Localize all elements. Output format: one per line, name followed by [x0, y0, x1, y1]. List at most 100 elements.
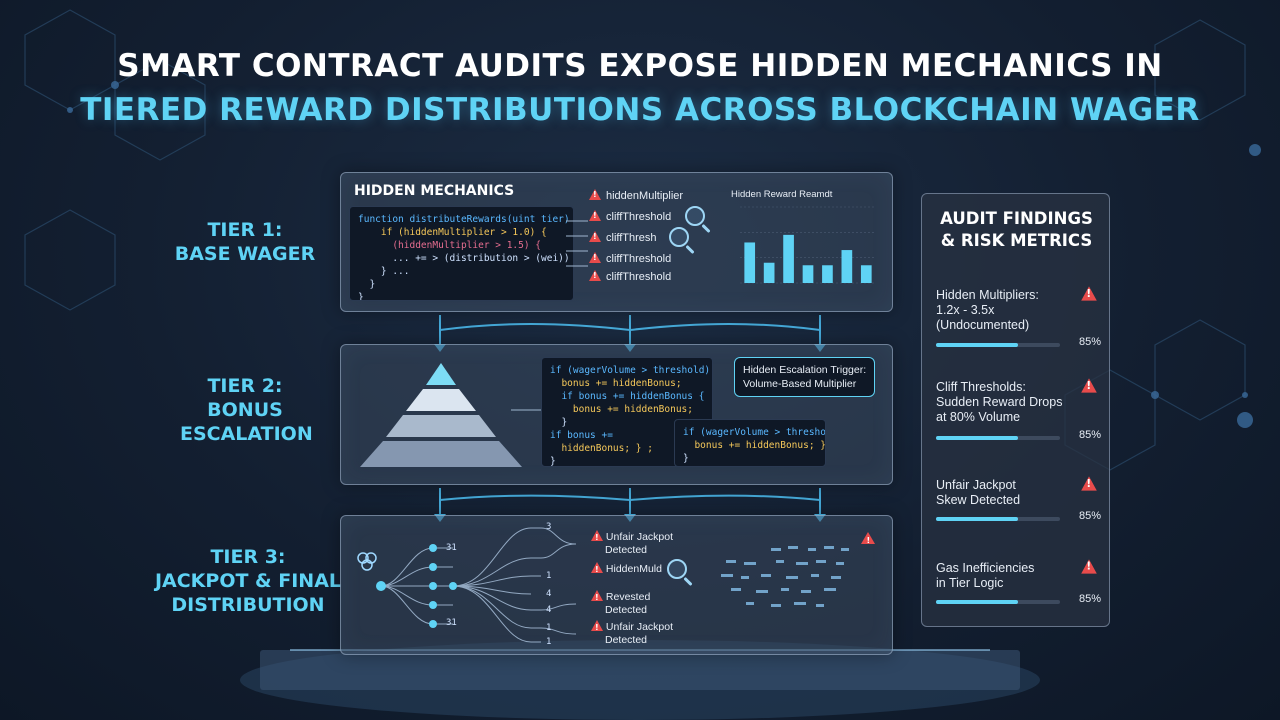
pyramid-icon [360, 363, 522, 467]
distribution-tree [357, 527, 577, 643]
tier3-heading: TIER 3: [210, 546, 286, 568]
risk-bar-fill [936, 600, 1018, 604]
risk-bar [936, 343, 1060, 347]
warning-icon [1081, 378, 1097, 393]
risk-bar-fill [936, 436, 1018, 440]
page-title-line1: SMART CONTRACT AUDITS EXPOSE HIDDEN MECH… [117, 48, 1163, 84]
risk-percent: 85% [1078, 593, 1101, 605]
code-line: if bonus += hiddenBonus { [550, 391, 705, 402]
tier3-label: TIER 3: JACKPOT & FINAL DISTRIBUTION [148, 545, 348, 617]
hidden-reward-chart [740, 206, 876, 284]
risk-percent: 85% [1078, 510, 1101, 522]
metric-detail: in Tier Logic [936, 576, 1004, 590]
bonus-code-secondary: if (wagerVolume > threshold) { bonus += … [674, 419, 826, 467]
code-line: } [550, 456, 556, 467]
finding-label: Revested [605, 591, 651, 603]
finding-status: Detected [605, 634, 648, 646]
code-line: bonus += hiddenBonus; } [683, 440, 826, 451]
distribute-rewards-code: function distributeRewards(uint tier) { … [349, 206, 574, 301]
warning-icon [591, 620, 603, 634]
risk-bar [936, 600, 1060, 604]
tree-value: 4 [546, 589, 552, 599]
flag-label: cliffThreshold [606, 211, 672, 223]
flag-label: hiddenMultiplier [606, 190, 684, 202]
code-line: if bonus += [550, 430, 613, 441]
tier2-label: TIER 2: BONUS ESCALATION [180, 374, 313, 446]
finding-label: Unfair Jackpot [605, 531, 674, 543]
jackpot-panel: 31 31 3 1 4 4 1 1 Unfair JackpotDetected… [340, 515, 893, 655]
finding-label: HiddenMuld [605, 563, 662, 575]
chart-bar [763, 262, 775, 283]
tree-value: 31 [446, 543, 457, 553]
flag-label: cliffThresh [606, 232, 657, 244]
tree-value: 1 [546, 623, 552, 633]
metric-title: Cliff Thresholds: [936, 380, 1026, 394]
audit-title-line1: AUDIT FINDINGS [940, 209, 1093, 228]
audit-title-line2: & RISK METRICS [940, 231, 1093, 250]
code-line: bonus += hiddenBonus; [550, 404, 693, 415]
metric-hidden-multipliers: Hidden Multipliers: 1.2x - 3.5x (Undocum… [936, 286, 1101, 354]
tier2-name-line2: ESCALATION [180, 423, 313, 445]
mini-chart-title: Hidden Reward Reamdt [731, 189, 833, 200]
tier3-name-line1: JACKPOT & FINAL [154, 570, 342, 592]
code-line: ... += > (distribution > (wei)) { [358, 253, 574, 264]
flag-cliff-threshold: cliffThreshold [589, 270, 671, 283]
audit-title: AUDIT FINDINGS & RISK METRICS [922, 208, 1111, 252]
warning-icon [591, 530, 603, 544]
tier1-name: BASE WAGER [174, 243, 316, 265]
risk-bar-fill [936, 517, 1018, 521]
magnifier-icon [685, 206, 705, 226]
risk-bar [936, 436, 1060, 440]
chart-bar [802, 265, 814, 283]
chart-bar [841, 250, 853, 283]
flag-label: cliffThreshold [606, 271, 672, 283]
finding-status: Detected [605, 604, 648, 616]
code-line: } [358, 279, 376, 290]
connector-line [511, 409, 541, 411]
code-line: if (hiddenMultiplier > 1.0) { [358, 227, 547, 238]
jackpot-finding: HiddenMuld [591, 562, 662, 576]
warning-icon [589, 252, 601, 263]
dash-scatter: ! [721, 532, 875, 607]
risk-bar-fill [936, 343, 1018, 347]
metric-cliff-thresholds: Cliff Thresholds: Sudden Reward Drops at… [936, 378, 1101, 446]
flag-hidden-multiplier: hiddenMultiplier [589, 189, 683, 202]
tier1-label: TIER 1: BASE WAGER [170, 218, 320, 266]
warning-icon [1081, 286, 1097, 301]
warning-icon [589, 231, 601, 242]
code-line: (hiddenMultiplier > 1.5) { [358, 240, 542, 251]
bonus-escalation-panel: if (wagerVolume > threshold) { bonus += … [340, 344, 893, 485]
callout-title: Hidden Escalation Trigger: [743, 364, 867, 376]
escalation-callout: Hidden Escalation Trigger: Volume-Based … [734, 357, 876, 397]
finding-status: Detected [605, 544, 648, 556]
warning-icon [589, 210, 601, 221]
tier3-name-line2: DISTRIBUTION [171, 594, 325, 616]
flag-cliff-threshold: cliffThreshold [589, 210, 671, 223]
hidden-mechanics-title: HIDDEN MECHANICS [354, 183, 515, 199]
risk-bar [936, 517, 1060, 521]
code-line: hiddenBonus; } ; [550, 443, 653, 454]
tree-value: 1 [546, 637, 552, 647]
chart-bar [783, 234, 794, 283]
warning-icon [589, 270, 601, 281]
code-line: bonus += hiddenBonus; [550, 378, 682, 389]
metric-title: Unfair Jackpot [936, 478, 1016, 492]
metric-title: Hidden Multipliers: [936, 288, 1039, 302]
metric-detail: Skew Detected [936, 493, 1021, 507]
tree-value: 31 [446, 618, 457, 628]
flag-label: cliffThreshold [606, 253, 672, 265]
tree-value: 1 [546, 571, 552, 581]
tier2-name-line1: BONUS [207, 399, 283, 421]
svg-text:!: ! [867, 536, 871, 545]
code-connector-lines [566, 220, 588, 267]
metric-unfair-jackpot: Unfair Jackpot Skew Detected 85% [936, 476, 1101, 528]
code-line: } ... [358, 266, 410, 277]
code-line: } [358, 292, 364, 301]
warning-icon [591, 590, 603, 604]
warning-icon [589, 189, 601, 200]
code-line: if (wagerVolume > threshold) { [550, 365, 713, 376]
magnifier-icon [669, 227, 689, 247]
